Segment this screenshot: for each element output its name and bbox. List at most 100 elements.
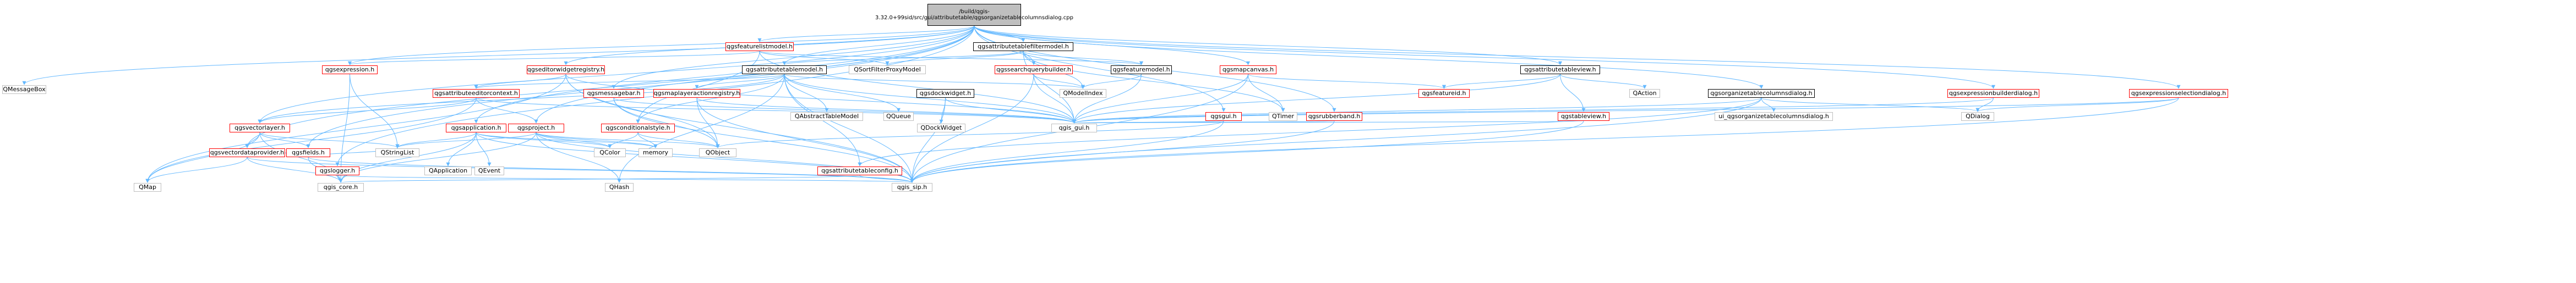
edge-attributeeditorcontext-to-QMap [145,97,477,183]
edge-mapcanvas-to-featureid [1248,74,1446,89]
edge-project-to-memory [536,132,658,148]
edge-root-to-application [474,25,975,124]
edge-maplayeractionregistry-to-QObject [696,97,720,148]
node-maplayeractionregistry[interactable]: qgsmaplayeractionregistry.h [653,89,740,98]
edge-application-to-QApplication [446,132,477,167]
node-ui-organize: ui_qgsorganizetablecolumnsdialog.h [1715,112,1833,121]
edge-exprselectiondialog-to-qgis_sip [910,97,2179,183]
node-qsortfilterproxymodel: QSortFilterProxyModel [849,65,926,74]
edge-featuremodel-to-QModelIndex [1081,74,1142,89]
edge-root-to-exprselectiondialog [974,25,2181,89]
edge-root-to-vectorlayer [258,25,975,124]
node-searchquerybuilder[interactable]: qgssearchquerybuilder.h [995,65,1073,74]
edge-project-to-QStringList [395,132,537,148]
edge-exprselectiondialog-to-qgis_gui [1072,97,2179,124]
edge-gui-to-QObject [716,120,1224,148]
node-exprbuilderdialog[interactable]: qgsexpressionbuilderdialog.h [1947,89,2039,98]
edge-attributetableview-to-qgis_gui [1072,74,1560,124]
edge-attributetablemodel-to-vectorlayer [258,74,785,124]
edge-editorwidgetregistry-to-attributeeditorcontext [474,74,566,89]
edge-attributeeditorcontext-to-qgis_gui [476,97,1076,124]
edge-attributeeditorcontext-to-vectorlayer [258,97,477,124]
edge-organizedialog_h-to-qgis_gui [1072,97,1762,124]
node-featureid[interactable]: qgsfeatureid.h [1418,89,1470,98]
node-root[interactable]: /build/qgis-3.32.0+99sid/src/gui/attribu… [875,4,1073,26]
edge-editorwidgetregistry-to-qgis_gui [565,74,1076,124]
edge-organizedialog_h-to-attrtableconfig [858,97,1762,167]
node-application[interactable]: qgsapplication.h [446,124,506,132]
edge-attributetablemodel-to-conditionalstyle [636,74,785,124]
node-featurelistmodel[interactable]: qgsfeaturelistmodel.h [725,42,794,51]
edge-root-to-fields [306,25,975,148]
node-dockwidget[interactable]: qgsdockwidget.h [916,89,974,98]
node-messagebar[interactable]: qgsmessagebar.h [583,89,644,98]
edge-dockwidget-to-qgis_gui [945,97,1076,124]
edge-attributeeditorcontext-to-project [476,97,538,124]
edge-vectordataprovider-to-QMap [145,157,248,183]
node-qhash: QHash [605,183,634,192]
edge-gui-to-qgis_sip [910,120,1224,183]
edge-vectorlayer-to-fields [259,132,310,148]
node-rubberband[interactable]: qgsrubberband.h [1306,112,1362,121]
edge-project-to-QColor [536,132,612,148]
node-logger[interactable]: qgslogger.h [315,167,359,175]
edge-featurelistmodel-to-expression [348,51,760,65]
edge-searchquerybuilder-to-qgis_gui [1033,74,1076,124]
edge-attributetablemodel-to-attributeeditorcontext [474,74,785,89]
edge-editorwidgetregistry-to-QMap [145,74,566,183]
node-gui[interactable]: qgsgui.h [1205,112,1242,121]
edge-mapcanvas-to-qgis_gui [1072,74,1248,124]
node-qevent: QEvent [474,167,504,175]
edge-attributetablemodel-to-QAbstractTableModel [784,74,829,112]
edge-organizedialog_h-to-ui_organize [1761,97,1776,112]
node-attributetablemodel[interactable]: qgsattributetablemodel.h [742,65,827,74]
node-qgis-core: qgis_core.h [318,183,364,192]
edge-conditionalstyle-to-QObject [637,132,720,148]
edge-attrtablefiltermodel-to-qgis_gui [1023,51,1076,124]
node-featuremodel[interactable]: qgsfeaturemodel.h [1111,65,1172,74]
edge-featurelistmodel-to-QSortFilterProxyModel [759,51,889,65]
node-mapcanvas[interactable]: qgsmapcanvas.h [1220,65,1276,74]
node-attributeeditorcontext[interactable]: qgsattributeeditorcontext.h [433,89,520,98]
node-attributetableview[interactable]: qgsattributetableview.h [1520,65,1600,74]
edge-root-to-QMessageBox [22,25,975,85]
edge-project-to-QObject [536,132,720,148]
edge-root-to-expression [348,25,975,65]
node-qmessagebox: QMessageBox [2,85,46,94]
node-conditionalstyle[interactable]: qgsconditionalstyle.h [601,124,675,132]
edge-maplayeractionregistry-to-qgis_gui [696,97,1076,124]
node-exprselectiondialog[interactable]: qgsexpressionselectiondialog.h [2129,89,2228,98]
node-organizedialog-h[interactable]: qgsorganizetablecolumnsdialog.h [1708,89,1815,98]
node-vectordataprovider[interactable]: qgsvectordataprovider.h [209,148,285,157]
edge-tableview-to-qgis_gui [1074,119,1584,124]
edge-expression-to-qgis_core [339,74,350,183]
edge-application-to-memory [476,132,658,148]
edge-messagebar-to-qgis_gui [613,97,1076,124]
edge-root-to-exprbuilderdialog [974,25,1995,89]
edge-editorwidgetregistry-to-QObject [565,74,720,148]
node-fields[interactable]: qgsfields.h [286,148,330,157]
edge-application-to-QStringList [395,132,477,148]
edge-application-to-QEvent [476,132,492,167]
node-qgis-gui: qgis_gui.h [1051,124,1097,132]
edge-vectordataprovider-to-qgis_core [247,157,343,183]
node-qobject: QObject [699,148,736,157]
edge-attributetablemodel-to-qgis_sip [784,74,914,183]
node-vectorlayer[interactable]: qgsvectorlayer.h [230,124,290,132]
edge-dockwidget-to-qgis_sip [910,97,946,183]
edge-fields-to-qgis_sip [308,157,914,183]
edge-vectorlayer-to-QStringList [259,132,400,148]
node-attrtableconfig[interactable]: qgsattributetableconfig.h [817,167,902,175]
node-expression[interactable]: qgsexpression.h [322,65,378,74]
node-project[interactable]: qgsproject.h [508,124,564,132]
edge-application-to-QColor [476,132,612,148]
edge-expression-to-QStringList [350,74,400,148]
edge-root-to-organizedialog_h [974,25,1764,89]
node-qabstracttablemodel: QAbstractTableModel [790,112,863,121]
node-tableview[interactable]: qgstableview.h [1558,112,1609,121]
node-attrtablefiltermodel[interactable]: qgsattributetablefiltermodel.h [973,42,1073,51]
node-editorwidgetregistry[interactable]: qgseditorwidgetregistry.h [527,65,605,74]
edge-organizedialog_h-to-QDialog [1761,97,1980,112]
